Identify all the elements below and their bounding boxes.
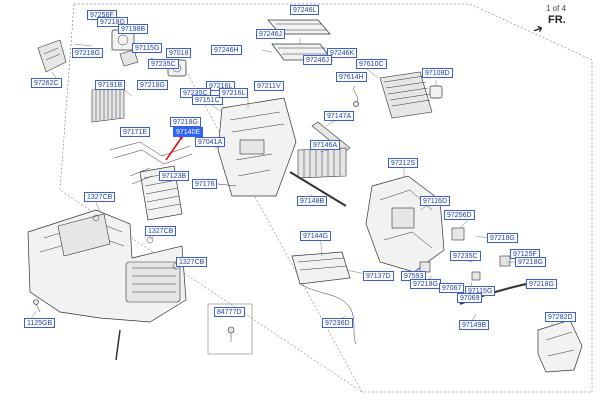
callout-97116D[interactable]: 97116D (420, 196, 451, 206)
hvac-module-assembly (27, 209, 187, 361)
callout-97123B[interactable]: 97123B (159, 171, 190, 181)
inset-box-84777d (207, 303, 253, 355)
center-case-97211v (217, 97, 297, 197)
callout-97218G-h[interactable]: 97218G (526, 279, 557, 289)
callout-97191B[interactable]: 97191B (95, 80, 126, 90)
assembly-boundary (59, 3, 593, 393)
sensor-part-97108d (429, 85, 443, 99)
callout-97115G-a[interactable]: 97115G (132, 43, 163, 53)
pipe-part-97171e (109, 141, 193, 185)
callout-97069[interactable]: 97069 (457, 293, 483, 303)
callout-97235C-a[interactable]: 97235C (148, 59, 179, 69)
callout-97218G-c[interactable]: 97218G (137, 80, 168, 90)
rod-part-97176 (217, 183, 237, 187)
bracket-part-97115g (119, 49, 139, 67)
callout-97176[interactable]: 97176 (192, 179, 218, 189)
cabin-filter-97610c (379, 71, 433, 119)
callout-97144G[interactable]: 97144G (300, 231, 331, 241)
cover-part-97282d (537, 319, 583, 373)
callout-97256D[interactable]: 97256D (444, 210, 475, 220)
callout-97246L[interactable]: 97246L (290, 5, 320, 15)
callout-1327CB-b[interactable]: 1327CB (145, 226, 177, 236)
callout-97218G-g[interactable]: 97218G (410, 279, 441, 289)
filter-mesh-97146a (297, 147, 347, 179)
callout-97146A[interactable]: 97146A (310, 140, 341, 150)
callout-97282D[interactable]: 97282D (545, 312, 576, 322)
callout-97018[interactable]: 97018 (166, 48, 192, 58)
callout-97041A[interactable]: 97041A (195, 137, 226, 147)
callout-97218G-f[interactable]: 97218G (515, 257, 546, 267)
callout-97171E[interactable]: 97171E (120, 127, 151, 137)
callout-1327CB-c[interactable]: 1327CB (176, 257, 208, 267)
callout-97246J-b[interactable]: 97246J (303, 55, 332, 65)
callout-84777D[interactable]: 84777D (214, 307, 245, 317)
front-direction-label: FR. (548, 14, 566, 26)
callout-97067[interactable]: 97067 (439, 283, 465, 293)
callout-97147A[interactable]: 97147A (324, 111, 355, 121)
callout-1327CB-a[interactable]: 1327CB (84, 192, 116, 202)
callout-97614H[interactable]: 97614H (336, 72, 367, 82)
callout-97246J[interactable]: 97246J (256, 29, 285, 39)
callout-97218G-e[interactable]: 97218G (487, 233, 518, 243)
callout-97149B[interactable]: 97149B (459, 320, 490, 330)
screw-part-1125gb (33, 299, 41, 313)
callout-97108D[interactable]: 97108D (422, 68, 453, 78)
callout-97148B[interactable]: 97148B (297, 196, 328, 206)
callout-97216L-b[interactable]: 97216L (219, 88, 249, 98)
sensor-part-97256d (451, 227, 465, 241)
seal-strip-97148b (289, 171, 347, 207)
callout-97218G-d[interactable]: 97218G (170, 117, 201, 127)
callout-97212S[interactable]: 97212S (388, 158, 419, 168)
callout-97262C[interactable]: 97262C (31, 78, 62, 88)
lower-case-97137d (291, 251, 351, 285)
hose-97236d (299, 283, 357, 345)
callout-97246K[interactable]: 97246K (327, 48, 358, 58)
callout-97137D[interactable]: 97137D (363, 271, 394, 281)
callout-97246H[interactable]: 97246H (211, 45, 242, 55)
callout-97211V[interactable]: 97211V (254, 81, 284, 91)
callout-97610C[interactable]: 97610C (356, 59, 387, 69)
callout-97151C[interactable]: 97151C (192, 95, 223, 105)
sensor-wire-97614h (353, 85, 359, 107)
callout-97236D[interactable]: 97236D (322, 318, 353, 328)
small-parts-97593 (419, 255, 511, 281)
callout-97198B[interactable]: 97198B (118, 24, 149, 34)
callout-97235C-c[interactable]: 97235C (450, 251, 481, 261)
callout-97218G-b[interactable]: 97218G (72, 48, 103, 58)
callout-97218G-a[interactable]: 97218G (97, 17, 128, 27)
callout-97140E-highlighted[interactable]: 97140E (173, 127, 204, 137)
page-indicator: 1 of 4 (546, 4, 567, 13)
callout-1125GB[interactable]: 1125GB (24, 318, 56, 328)
right-case-97212s (365, 175, 445, 273)
blower-bracket-part (37, 39, 67, 73)
evaporator-core-97191b (91, 85, 125, 123)
